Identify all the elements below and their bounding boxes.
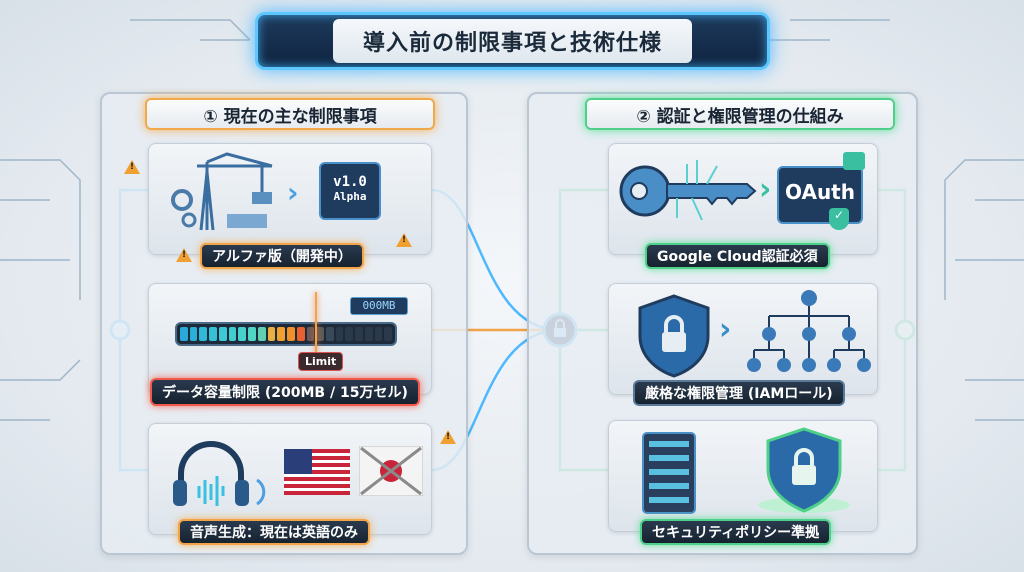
auth-heading: ② 認証と権限管理の仕組み — [585, 98, 895, 130]
version-subtext: Alpha — [333, 190, 367, 203]
version-chip: v1.0 Alpha — [319, 162, 381, 220]
version-text: v1.0 — [333, 174, 367, 190]
title-banner: 導入前の制限事項と技術仕様 — [255, 12, 770, 70]
lock-icon — [843, 152, 865, 170]
warning-icon: ! — [124, 160, 140, 174]
bar-segment — [209, 327, 217, 341]
bar-segment — [287, 327, 295, 341]
bar-segment — [277, 327, 286, 341]
google-auth-label: Google Cloud認証必須 — [645, 243, 830, 269]
iam-label: 厳格な権限管理 (IAMロール) — [633, 380, 845, 406]
capacity-label: データ容量制限 (200MB / 15万セル) — [150, 378, 420, 406]
arrow-icon: › — [719, 312, 732, 347]
japan-flag-crossed-icon — [359, 446, 423, 496]
bar-segment — [248, 327, 256, 341]
server-icon — [642, 432, 696, 514]
bar-segment — [355, 327, 363, 341]
audio-card — [148, 423, 432, 535]
warning-icon: ! — [396, 233, 412, 247]
bar-segment — [335, 327, 344, 341]
bar-segment — [374, 327, 383, 341]
shield-lock-icon — [638, 294, 710, 378]
bar-segment — [238, 327, 247, 341]
bar-segment — [316, 327, 325, 341]
limit-tag: Limit — [298, 352, 344, 371]
org-hierarchy-icon — [747, 290, 871, 372]
google-auth-card: › OAuth ✓ — [608, 143, 878, 255]
bar-segment — [267, 327, 276, 341]
bar-segment — [218, 327, 227, 341]
crane-icon — [171, 152, 273, 231]
audio-label: 音声生成：現在は英語のみ — [178, 519, 370, 545]
arrow-icon: › — [287, 176, 299, 209]
us-flag-icon — [284, 449, 350, 495]
alpha-label: アルファ版（開発中） — [200, 243, 364, 269]
warning-icon: ! — [176, 248, 192, 262]
bar-segment — [228, 327, 237, 341]
arrow-icon: › — [759, 172, 772, 207]
warning-icon: ! — [440, 430, 456, 444]
bar-segment — [257, 327, 266, 341]
capacity-bar — [175, 322, 397, 346]
headphones-icon — [173, 441, 266, 506]
security-policy-label: セキュリティポリシー準拠 — [640, 519, 832, 545]
capacity-readout: 000MB — [350, 297, 408, 315]
key-icon — [619, 160, 757, 221]
bar-segment — [180, 327, 188, 341]
bar-segment — [296, 327, 305, 341]
oauth-chip: OAuth — [777, 166, 863, 224]
bar-segment — [199, 327, 208, 341]
bar-segment — [345, 327, 354, 341]
security-policy-card — [608, 420, 878, 532]
page-title: 導入前の制限事項と技術仕様 — [332, 19, 692, 63]
security-shield-icon — [758, 427, 850, 513]
iam-card: › — [608, 283, 878, 395]
alpha-card: › v1.0 Alpha — [148, 143, 432, 255]
limitations-heading: ① 現在の主な制限事項 — [145, 98, 435, 130]
bar-segment — [189, 327, 198, 341]
limit-line — [315, 292, 317, 356]
bar-segment — [364, 327, 373, 341]
bar-segment — [306, 327, 315, 341]
shield-check-icon: ✓ — [829, 208, 849, 230]
bar-segment — [326, 327, 334, 341]
bar-segment — [384, 327, 393, 341]
